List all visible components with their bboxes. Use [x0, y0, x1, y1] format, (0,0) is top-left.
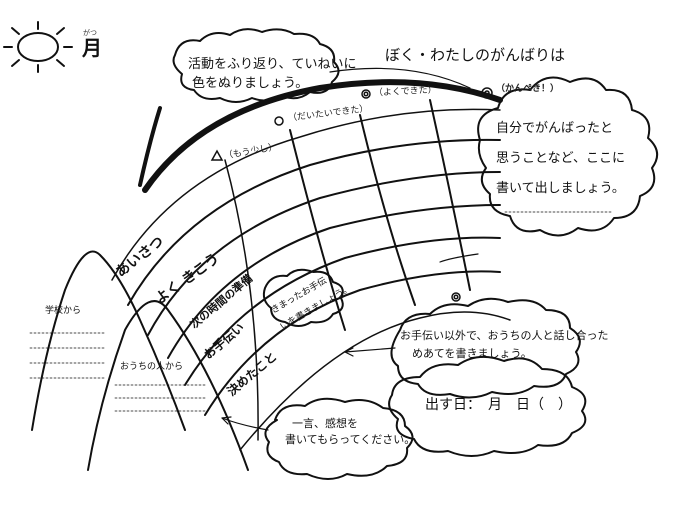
double-circle-icon: [361, 89, 371, 99]
mountain-home: [87, 300, 249, 471]
date-cloud: [388, 355, 587, 457]
self-reflection-cloud: [477, 76, 659, 237]
page-title: ぼく・わたしのがんばりは: [385, 46, 566, 64]
circle-icon: [274, 116, 284, 126]
self-reflection-line3: 書いて出しましょう。: [496, 181, 625, 196]
double-circle-icon-2: [451, 292, 461, 302]
triangle-icon: [210, 149, 224, 161]
self-reflection-line2: 思うことなど、ここに: [496, 151, 625, 166]
sun-icon: [3, 21, 73, 73]
mountain-school-label: 学校から: [45, 306, 82, 316]
flower-icon: [481, 87, 493, 99]
comment-request-line2: 書いてもらってください。: [285, 433, 416, 446]
family-talk-line2: めあてを書きましょう。: [412, 347, 532, 360]
family-talk-line1: お手伝い以外で、おうちの人と話し合った: [400, 329, 609, 342]
month-label: 月: [82, 36, 102, 60]
help-note-cloud: [262, 268, 344, 327]
family-talk-cloud: [390, 297, 581, 399]
comment-request-cloud: [264, 397, 414, 480]
coloring-instruction-line2: 色をぬりましょう。: [192, 76, 309, 91]
coloring-instruction-line1: 活動をふり返り、ていねいに: [188, 57, 357, 72]
comment-request-line1: 一言、感想を: [292, 417, 358, 430]
date-field[interactable]: 出す日： 月 日（ ）: [425, 397, 572, 413]
month-ruby: がつ: [83, 29, 97, 37]
coloring-instruction-cloud: [172, 28, 340, 103]
mountain-school: [31, 250, 186, 431]
mountain-home-label: おうちの人から: [120, 362, 184, 372]
rating-label-4: （かんぺき！）: [496, 84, 560, 94]
self-reflection-line1: 自分でがんばったと: [496, 121, 614, 136]
